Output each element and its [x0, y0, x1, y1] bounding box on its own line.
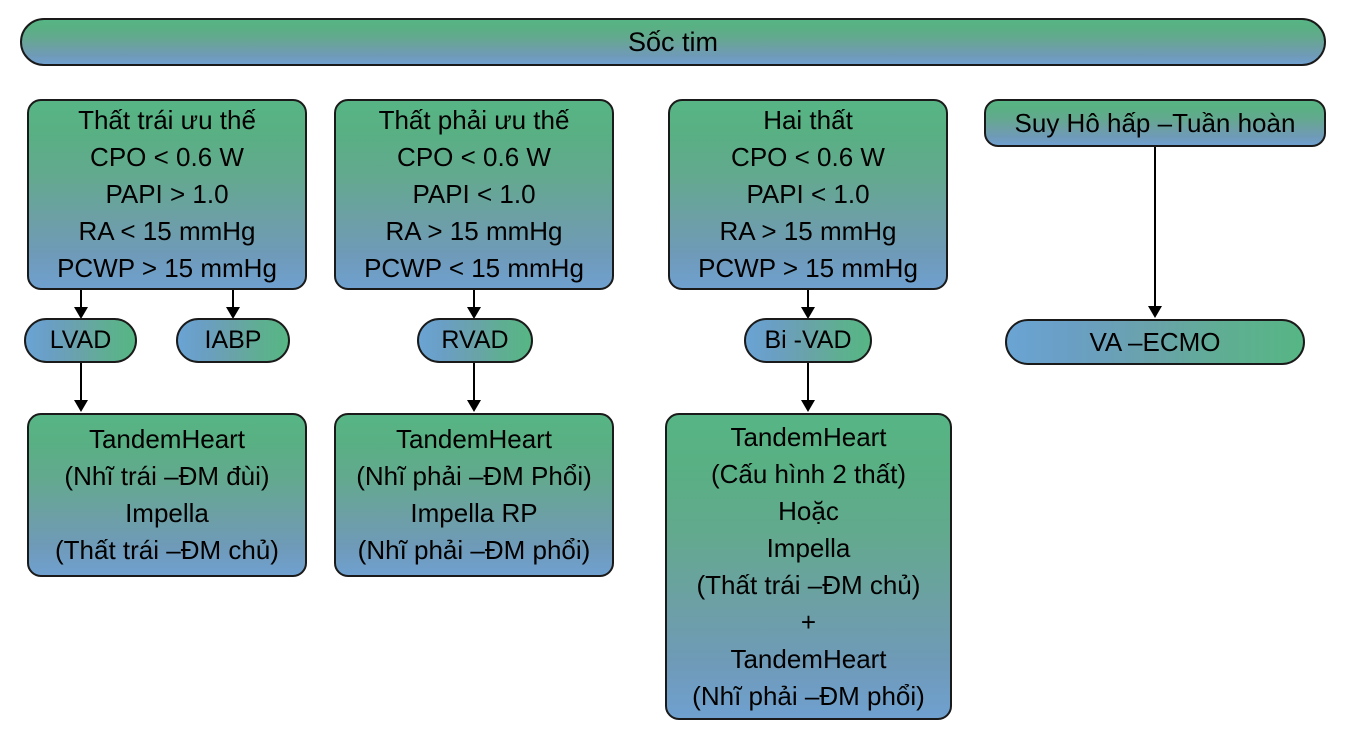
therapy-line: Impella RP — [410, 498, 538, 528]
criteria-line: Thất phải ưu thế — [378, 105, 570, 135]
arrow-lvad-to-therapy1 — [74, 363, 88, 413]
node-criteria-cardiorespiratory-failure[interactable]: Suy Hô hấp –Tuần hoàn — [984, 99, 1326, 147]
node-device-rvad[interactable]: RVAD — [417, 318, 533, 363]
therapy-line: TandemHeart — [88, 424, 246, 454]
device-label: IABP — [204, 326, 262, 354]
node-device-va-ecmo[interactable]: VA –ECMO — [1005, 319, 1305, 365]
criteria-line: RA > 15 mmHg — [385, 216, 563, 246]
criteria-line: PCWP < 15 mmHg — [364, 253, 584, 283]
criteria-line: PAPI < 1.0 — [746, 179, 870, 209]
arrow-criteria2-to-rvad — [467, 290, 481, 320]
therapy-line: + — [800, 606, 817, 637]
node-soc-tim[interactable]: Sốc tim — [20, 18, 1326, 66]
therapy-line: TandemHeart — [730, 421, 887, 452]
therapy-line: (Nhĩ trái –ĐM đùi) — [64, 461, 270, 491]
arrow-bivad-to-therapy3 — [801, 363, 815, 413]
node-device-lvad[interactable]: LVAD — [24, 318, 137, 363]
node-soc-tim-label: Sốc tim — [627, 26, 719, 57]
node-criteria-right-ventricle-dominant[interactable]: Thất phải ưu thế CPO < 0.6 W PAPI < 1.0 … — [334, 99, 614, 290]
therapy-line: (Nhĩ phải –ĐM phổi) — [357, 535, 591, 565]
criteria-line: Thất trái ưu thế — [78, 105, 256, 135]
therapy-line: Impella — [766, 532, 851, 563]
criteria-line: RA < 15 mmHg — [78, 216, 256, 246]
arrow-criteria1-to-iabp — [226, 290, 240, 320]
device-label: RVAD — [441, 326, 509, 354]
therapy-line: (Thất trái –ĐM chủ) — [55, 535, 279, 565]
node-device-iabp[interactable]: IABP — [176, 318, 290, 363]
therapy-line: (Nhĩ phải –ĐM phổi) — [692, 680, 925, 711]
criteria-line: PCWP > 15 mmHg — [57, 253, 277, 283]
device-label: Bi -VAD — [764, 326, 852, 354]
criteria-line: CPO < 0.6 W — [731, 142, 885, 172]
arrow-criteria3-to-bivad — [801, 290, 815, 320]
node-criteria-left-ventricle-dominant[interactable]: Thất trái ưu thế CPO < 0.6 W PAPI > 1.0 … — [27, 99, 307, 290]
arrow-rvad-to-therapy2 — [467, 363, 481, 413]
node-therapy-left-ventricle-dominant[interactable]: TandemHeart (Nhĩ trái –ĐM đùi) Impella (… — [27, 413, 307, 577]
arrow-criteria1-to-lvad — [74, 290, 88, 320]
therapy-line: (Cấu hình 2 thất) — [710, 458, 907, 489]
node-criteria-biventricular[interactable]: Hai thất CPO < 0.6 W PAPI < 1.0 RA > 15 … — [668, 99, 948, 290]
criteria-line: PAPI < 1.0 — [412, 179, 536, 209]
node-therapy-right-ventricle-dominant[interactable]: TandemHeart (Nhĩ phải –ĐM Phổi) Impella … — [334, 413, 614, 577]
therapy-line: (Nhĩ phải –ĐM Phổi) — [356, 461, 592, 491]
criteria-line: PAPI > 1.0 — [105, 179, 229, 209]
therapy-line: TandemHeart — [395, 424, 553, 454]
criteria-line: Hai thất — [763, 105, 853, 135]
therapy-line: (Thất trái –ĐM chủ) — [696, 569, 921, 600]
criteria-line: RA > 15 mmHg — [719, 216, 897, 246]
device-label: LVAD — [49, 326, 112, 354]
arrow-criteria4-to-va-ecmo — [1148, 147, 1162, 319]
criteria-line: CPO < 0.6 W — [397, 142, 551, 172]
therapy-line: TandemHeart — [730, 643, 887, 674]
criteria-line: Suy Hô hấp –Tuần hoàn — [1014, 108, 1296, 138]
device-label: VA –ECMO — [1089, 327, 1221, 357]
therapy-line: Hoặc — [778, 495, 839, 526]
criteria-line: PCWP > 15 mmHg — [698, 253, 918, 283]
criteria-line: CPO < 0.6 W — [90, 142, 244, 172]
node-device-bi-vad[interactable]: Bi -VAD — [744, 318, 872, 363]
node-therapy-biventricular[interactable]: TandemHeart (Cấu hình 2 thất) Hoặc Impel… — [665, 413, 952, 720]
therapy-line: Impella — [125, 498, 209, 528]
